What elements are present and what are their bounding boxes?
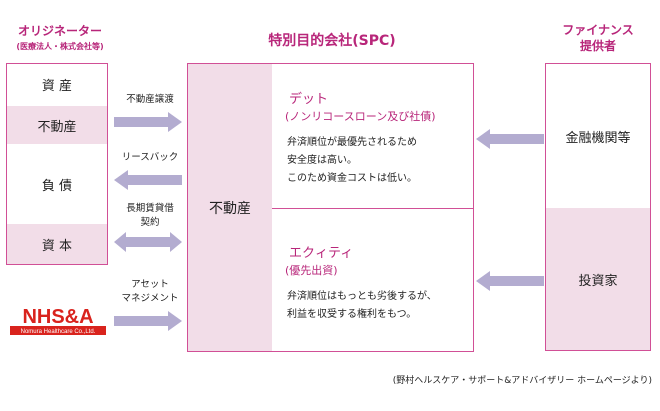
spc-equity-line-1: 弁済順位はもっとも劣後するが、: [287, 291, 437, 302]
spc-equity-heading: エクィティ: [289, 246, 354, 261]
spc-equity-line-2: 利益を収受する権利をもつ。: [287, 309, 417, 320]
arrow-left-leaseback: [114, 170, 182, 190]
spc-debt-line-3: このため資金コストは低い。: [287, 173, 417, 184]
svg-text:Nomura Healthcare Co.,Ltd.: Nomura Healthcare Co.,Ltd.: [21, 329, 96, 335]
spc-balance-sheet: 不動産 デット (ノンリコースローン及び社債) 弁済順位が最優先されるため 安全…: [187, 63, 474, 352]
arrow-right-asset-management: [114, 311, 182, 331]
spc-debt-subheading: (ノンリコースローン及び社債): [285, 110, 436, 123]
arrow-label-transfer: 不動産譲渡: [126, 94, 174, 105]
originator-balance-sheet: 資 産 不動産 負 債 資 本: [6, 63, 108, 265]
originator-row-real-estate: 不動産: [7, 106, 107, 144]
originator-title: オリジネーター: [17, 24, 102, 38]
arrow-double-lease: [114, 232, 182, 252]
arrow-label-leaseback: リースバック: [121, 152, 179, 163]
finance-title-line2: 提供者: [579, 39, 616, 53]
originator-row-capital: 資 本: [7, 224, 107, 264]
spc-debt-line-1: 弁済順位が最優先されるため: [287, 137, 417, 148]
spc-debt-heading: デット: [289, 92, 329, 107]
spc-real-estate: 不動産: [188, 64, 272, 351]
arrow-label-lease-line1: 長期賃貸借: [126, 203, 174, 214]
finance-title-line1: ファイナンス: [562, 23, 634, 37]
spc-equity-subheading: (優先出資): [285, 264, 338, 277]
arrow-left-financial-institutions: [476, 129, 544, 149]
nhsa-logo: NHS&A Nomura Healthcare Co.,Ltd.: [10, 306, 106, 335]
originator-row-liabilities: 負 債: [41, 178, 73, 194]
originator-row-assets: 資 産: [41, 78, 73, 94]
finance-row-investors: 投資家: [546, 208, 650, 350]
arrow-left-investors: [476, 271, 544, 291]
source-footer: (野村ヘルスケア・サポート&アドバイザリー ホームページより): [392, 376, 652, 386]
arrow-right-transfer: [114, 112, 182, 132]
spc-title: 特別目的会社(SPC): [268, 33, 396, 49]
spc-divider: [272, 208, 473, 209]
arrow-label-am-line1: アセット: [131, 279, 169, 290]
svg-text:NHS&A: NHS&A: [22, 306, 93, 328]
finance-title: ファイナンス 提供者: [545, 22, 651, 54]
finance-providers-box: 金融機関等 投資家: [545, 63, 651, 351]
finance-row-financial-institutions: 金融機関等: [565, 130, 631, 146]
arrow-label-am-line2: マネジメント: [121, 293, 179, 304]
originator-subtitle: (医療法人・株式会社等): [16, 42, 104, 51]
arrow-label-lease-line2: 契約: [140, 217, 160, 228]
spc-debt-line-2: 安全度は高い。: [287, 155, 357, 166]
